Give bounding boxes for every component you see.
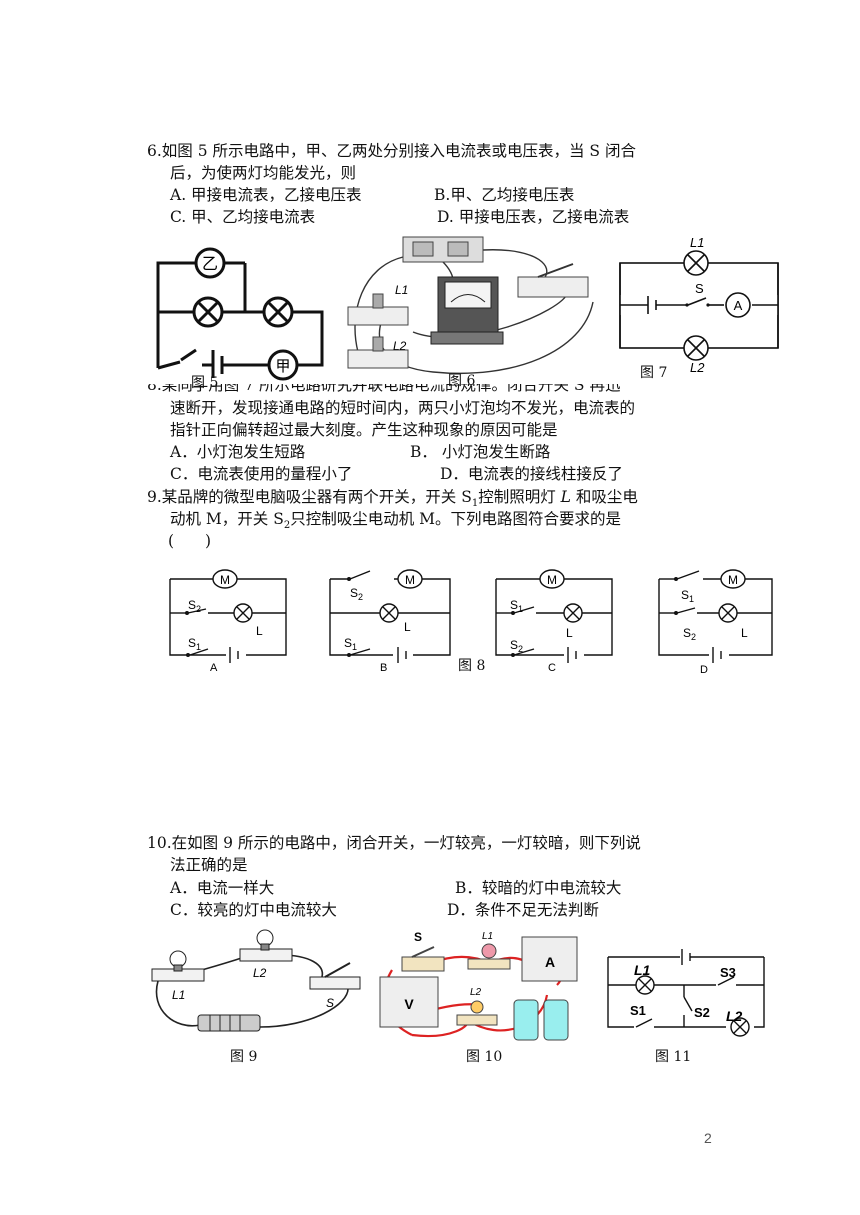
q9-line3: ( ) — [168, 532, 212, 550]
fig8c-motor-label: M — [547, 573, 557, 587]
figure-11-s2-label: S2 — [694, 1005, 710, 1020]
figure-9-caption: 图 9 — [230, 1049, 258, 1065]
fig8a-s2-sub: 2 — [196, 604, 201, 614]
fig8c-s1-label: S1 — [510, 598, 523, 614]
figure-11-caption: 图 11 — [655, 1049, 692, 1065]
q9-line1-l: L — [560, 488, 571, 506]
figure-11-l2-label: L2 — [726, 1008, 743, 1024]
q6-line1: 6.如图 5 所示电路中，甲、乙两处分别接入电流表或电压表，当 S 闭合 — [147, 142, 636, 160]
q9-line1-e: 和吸尘电 — [570, 488, 638, 506]
fig8b-letter: B — [380, 662, 387, 674]
fig8b-s1-label: S1 — [344, 636, 357, 652]
q8-option-c: C．电流表使用的量程小了 — [170, 465, 353, 483]
fig8d-letter: D — [700, 664, 708, 676]
figure-9-apparatus: L1 L2 S — [151, 929, 361, 1032]
q9-line1-c: 控制照明灯 — [478, 488, 561, 506]
fig8b-lamp-label: L — [404, 620, 411, 634]
figure-7-ammeter-label: A — [734, 298, 743, 313]
q9-line2-a: 动机 M，开关 S — [170, 510, 284, 528]
figure-11-circuit: L1 L2 S3 S1 S2 — [607, 949, 765, 1037]
q6-option-b: B.甲、乙均接电压表 — [434, 186, 575, 204]
figure-6-l2-label: L2 — [393, 339, 407, 353]
q6-option-d: D. 甲接电压表，乙接电流表 — [437, 208, 630, 226]
fig8a-s1-sub: 1 — [196, 642, 201, 652]
q10-line2: 法正确的是 — [170, 856, 248, 874]
fig8c-s2-label: S2 — [510, 638, 523, 654]
fig8c-s1-sub: 1 — [518, 604, 523, 614]
fig8d-motor-label: M — [728, 573, 738, 587]
fig8d-s1-sub: 1 — [689, 594, 694, 604]
q8-line1-partial: 8.某同学用图 7 所示电路研究并联电路电流的规律。闭合开关 S 再迅 — [147, 376, 621, 394]
figure-5-jia-label: 甲 — [275, 358, 290, 375]
fig8c-letter: C — [548, 662, 556, 674]
q6-option-a: A. 甲接电流表，乙接电压表 — [170, 186, 362, 204]
figure-6-apparatus: L1 L2 — [347, 236, 594, 375]
q10-option-a: A．电流一样大 — [170, 879, 275, 897]
q8-option-b: B． 小灯泡发生断路 — [410, 443, 551, 461]
figure-5-circuit: 乙 甲 — [156, 247, 324, 381]
q6-line2: 后，为使两灯均能发光，则 — [170, 164, 357, 182]
q9-line1-sub1: 1 — [471, 498, 479, 510]
figure-8-circuit-b: M L S2 S1 B — [329, 569, 451, 674]
fig8b-s1-sub: 1 — [352, 642, 357, 652]
fig8d-lamp-label: L — [741, 626, 748, 640]
figure-8-circuit-a: M L S2 S1 A — [169, 569, 287, 674]
figure-9-switch-label: S — [326, 996, 334, 1010]
fig8d-s2-sub: 2 — [691, 632, 696, 642]
figure-9-l1-label: L1 — [172, 988, 185, 1002]
fig8c-lamp-label: L — [566, 626, 573, 640]
figure-10-apparatus: S L1 A V L2 — [379, 930, 578, 1041]
q9-line1: 9.某品牌的微型电脑吸尘器有两个开关，开关 S1控制照明灯 L 和吸尘电 — [147, 486, 638, 515]
figure-11-s1-label: S1 — [630, 1003, 646, 1018]
figure-7-switch-label: S — [695, 281, 704, 296]
fig8b-motor-label: M — [405, 573, 415, 587]
figure-11-s3-label: S3 — [720, 965, 736, 980]
fig8d-s2-label: S2 — [683, 626, 696, 642]
figure-5-caption: 图 5 — [191, 375, 219, 391]
q9-line2-c: 只控制吸尘电动机 M。下列电路图符合要求的是 — [290, 510, 622, 528]
q10-line1: 10.在如图 9 所示的电路中，闭合开关，一灯较亮，一灯较暗，则下列说 — [147, 834, 641, 852]
figure-10-l2-label: L2 — [470, 987, 482, 998]
figure-6-caption: 图 6 — [448, 373, 476, 389]
q6-option-c: C. 甲、乙均接电流表 — [170, 208, 316, 226]
figure-7-caption: 图 7 — [640, 365, 668, 381]
figure-10-ammeter-label: A — [545, 954, 555, 970]
fig8c-s2-sub: 2 — [518, 644, 523, 654]
fig8a-letter: A — [210, 662, 218, 674]
q8-line2: 速断开，发现接通电路的短时间内，两只小灯泡均不发光，电流表的 — [170, 399, 636, 417]
q8-line3: 指针正向偏转超过最大刻度。产生这种现象的原因可能是 — [170, 421, 558, 439]
fig8d-s1-label: S1 — [681, 588, 694, 604]
q10-option-c: C．较亮的灯中电流较大 — [170, 901, 337, 919]
figure-7-l1-label: L1 — [690, 235, 704, 250]
figure-11-l1-label: L1 — [634, 962, 651, 978]
fig8a-s2-label: S2 — [188, 598, 201, 614]
q10-option-d: D．条件不足无法判断 — [447, 901, 599, 919]
figure-6-l1-label: L1 — [395, 283, 408, 297]
q9-line2: 动机 M，开关 S2只控制吸尘电动机 M。下列电路图符合要求的是 — [170, 508, 621, 537]
page-number: 2 — [704, 1130, 712, 1146]
figure-10-l1-label: L1 — [482, 931, 493, 942]
figure-5-yi-label: 乙 — [202, 256, 218, 273]
fig8b-s2-sub: 2 — [358, 592, 363, 602]
figure-8-circuit-d: M L S1 S2 D — [658, 569, 773, 676]
figure-7-l2-label: L2 — [690, 360, 705, 375]
figure-10-switch-label: S — [414, 930, 422, 944]
q8-option-d: D．电流表的接线柱接反了 — [440, 465, 623, 483]
figure-10-voltmeter-label: V — [404, 996, 414, 1012]
q10-option-b: B．较暗的灯中电流较大 — [455, 879, 622, 897]
q9-line2-sub2: 2 — [283, 520, 291, 532]
fig8a-s1-label: S1 — [188, 636, 201, 652]
figure-8-caption: 图 8 — [458, 658, 486, 674]
fig8a-lamp-label: L — [256, 624, 263, 638]
q9-line1-a: 9.某品牌的微型电脑吸尘器有两个开关，开关 S — [147, 488, 472, 506]
figure-8-circuit-c: M L S1 S2 C — [495, 569, 613, 674]
figure-10-caption: 图 10 — [466, 1049, 503, 1065]
figure-7-circuit: A S L1 L2 — [619, 235, 779, 375]
fig8b-s2-label: S2 — [350, 586, 363, 602]
fig8a-motor-label: M — [220, 573, 230, 587]
figure-9-l2-label: L2 — [253, 966, 267, 980]
q8-option-a: A．小灯泡发生短路 — [170, 443, 306, 461]
